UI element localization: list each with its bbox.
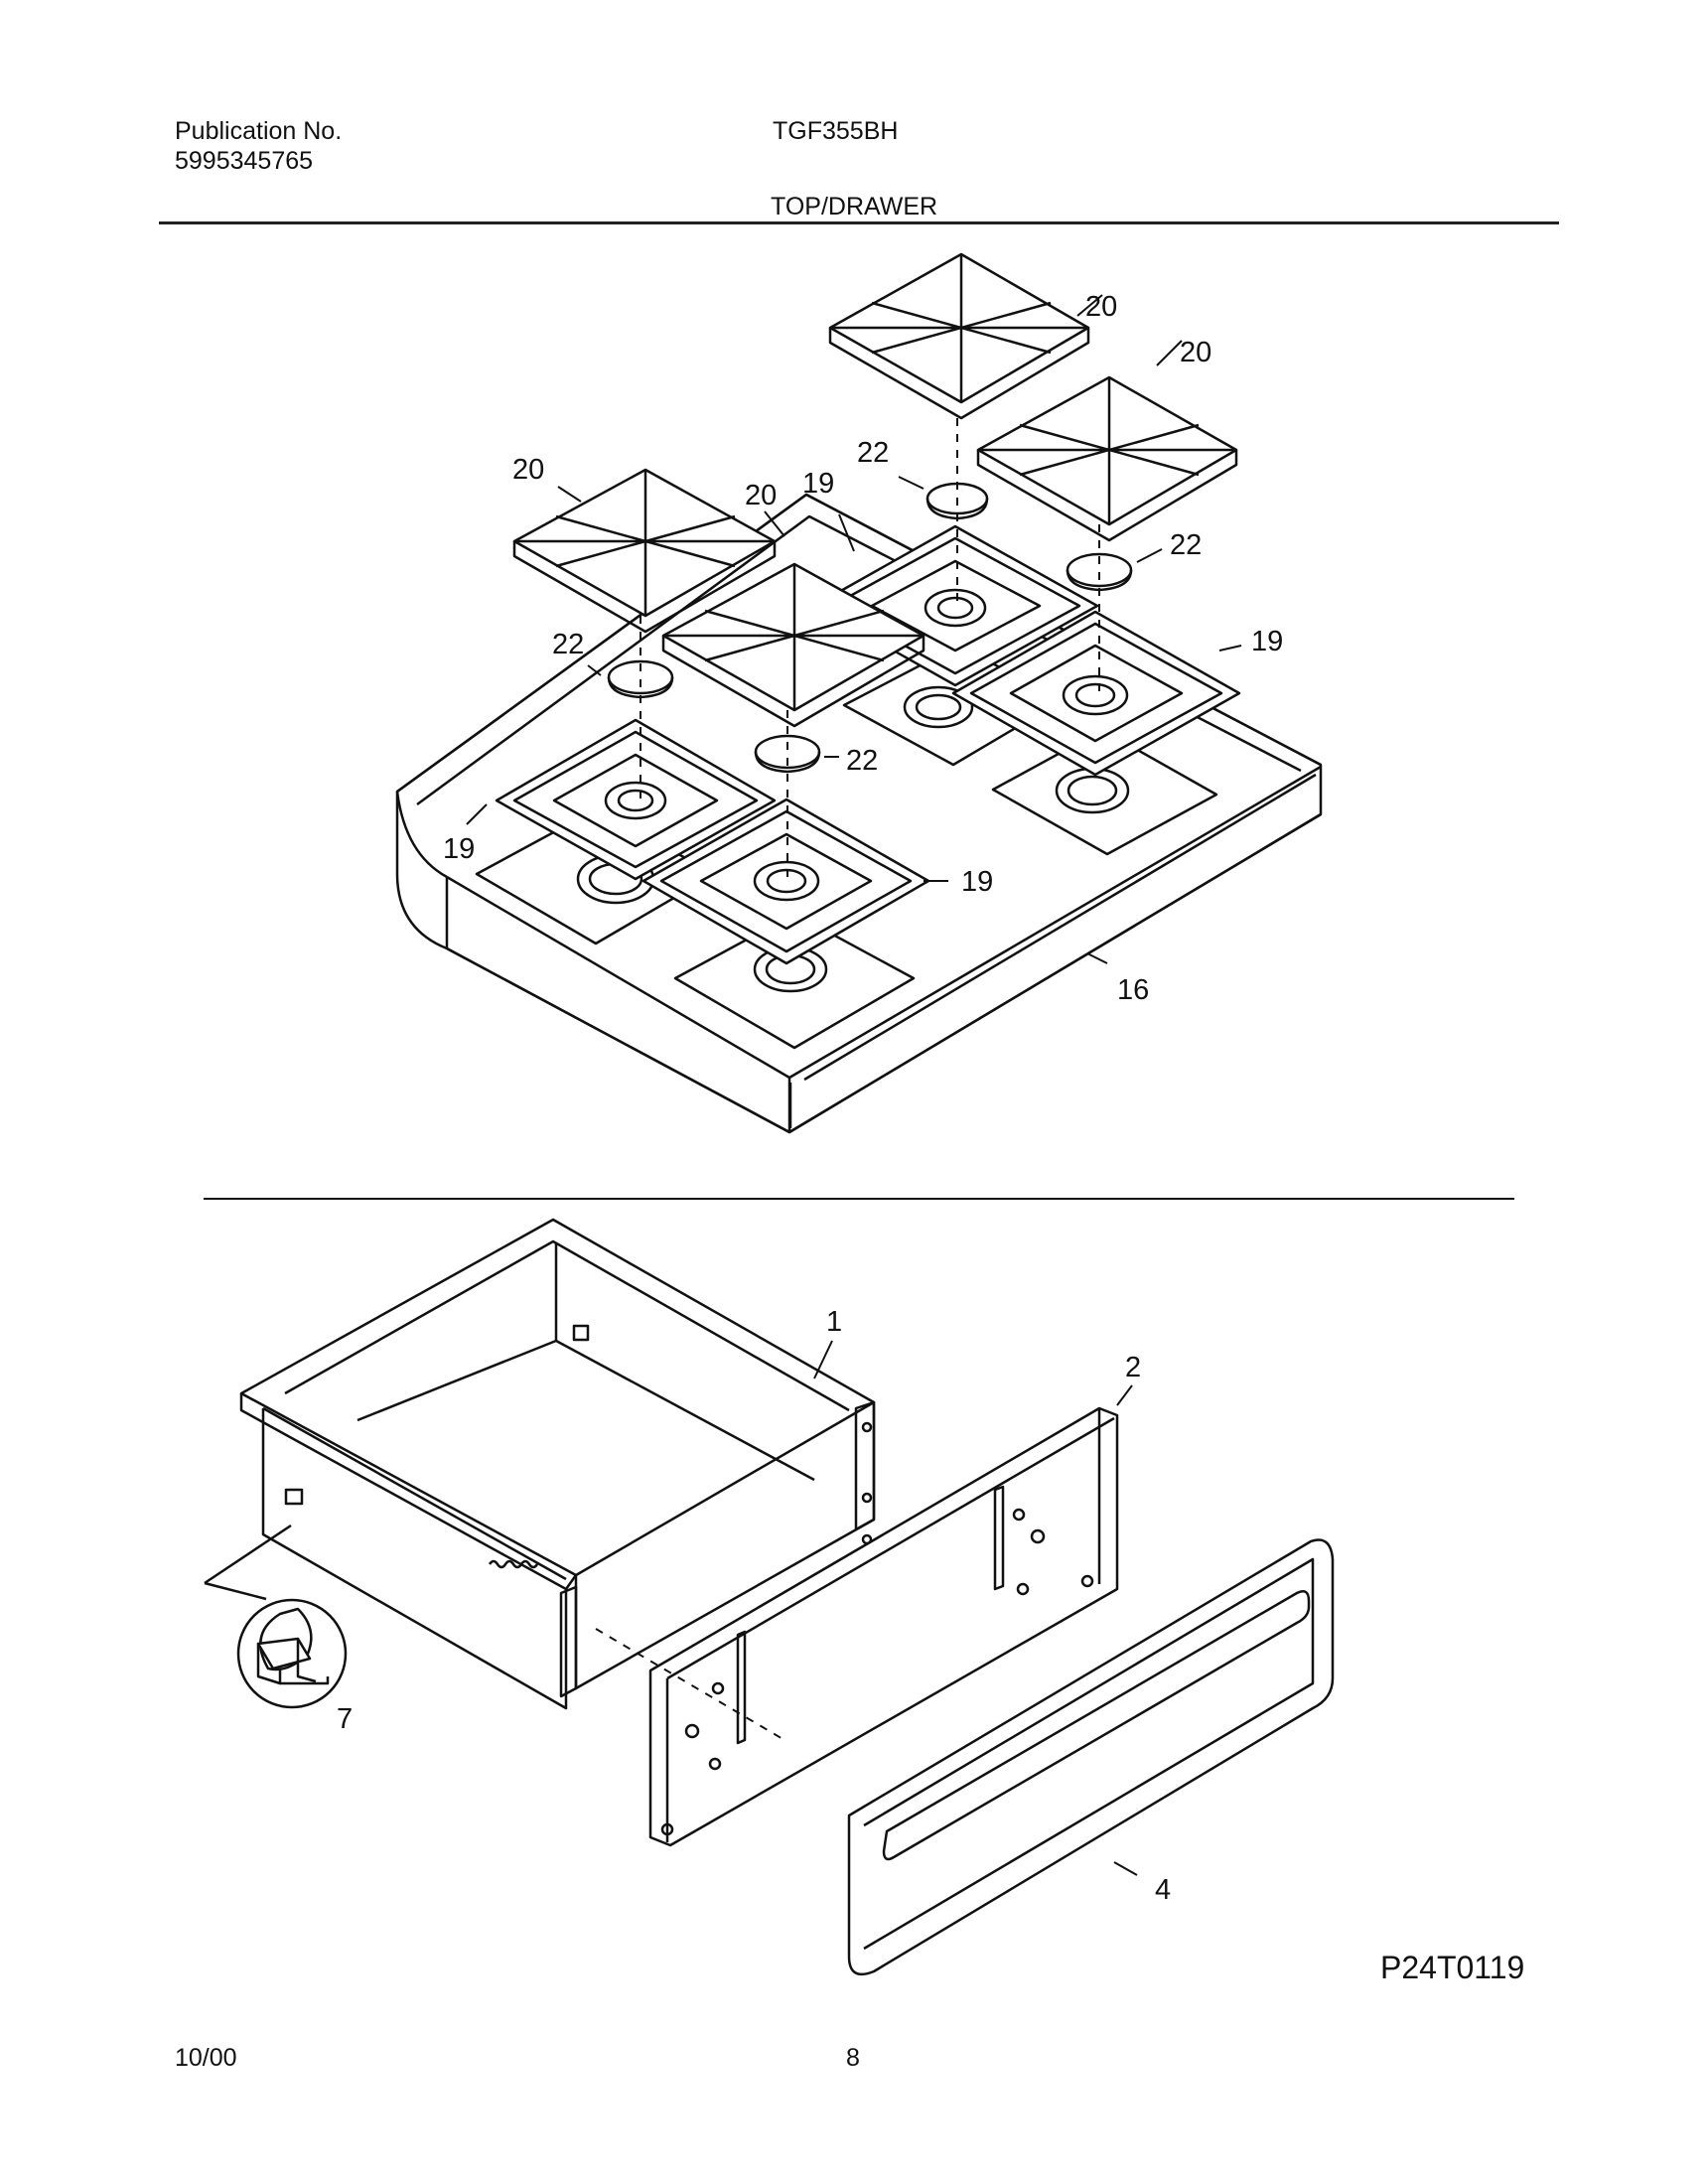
section-title: TOP/DRAWER	[771, 193, 938, 220]
illustration-code: P24T0119	[1380, 1950, 1524, 1985]
callout-cooktop: 16	[1117, 974, 1149, 1006]
callout-grate-right: 20	[1180, 337, 1211, 368]
callout-drawer-front: 4	[1155, 1874, 1171, 1906]
publication-label: Publication No.	[175, 117, 343, 145]
drawer-panel-illustration	[648, 1406, 1119, 1847]
drawer-front-illustration	[847, 1538, 1335, 1976]
callout-drawer-body: 1	[826, 1306, 842, 1338]
callout-pan-right: 19	[1251, 626, 1283, 657]
callout-pan-left: 19	[443, 833, 475, 865]
model-number: TGF355BH	[773, 117, 899, 145]
callout-grate-top: 20	[1085, 291, 1117, 323]
assembly-lines	[640, 418, 1100, 881]
callout-cap-top: 22	[857, 437, 889, 469]
glide-detail-illustration	[204, 1524, 348, 1709]
callout-cap-right: 22	[1170, 529, 1202, 561]
callout-drawer-panel: 2	[1125, 1352, 1141, 1383]
footer-date: 10/00	[175, 2044, 237, 2072]
publication-number: 5995345765	[175, 147, 314, 175]
callout-grate-left: 20	[512, 454, 544, 486]
callout-pan-top: 19	[802, 468, 834, 500]
burner-grates	[512, 252, 1238, 728]
callout-grate-center: 20	[745, 480, 777, 511]
callout-glide: 7	[337, 1703, 353, 1735]
burner-pans	[495, 524, 1241, 965]
drawer-body-illustration	[239, 1218, 876, 1710]
leader-lines-top	[466, 294, 1242, 964]
callout-cap-left: 22	[552, 629, 584, 660]
leader-lines-bottom	[813, 1340, 1138, 1876]
callout-labels: 20 20 20 20 22 22 22 22 19 19 19 19 16 1…	[337, 291, 1283, 1906]
footer-page-number: 8	[846, 2044, 860, 2072]
callout-cap-center: 22	[846, 745, 878, 777]
header-rule	[159, 221, 1559, 224]
callout-pan-center: 19	[961, 866, 993, 898]
